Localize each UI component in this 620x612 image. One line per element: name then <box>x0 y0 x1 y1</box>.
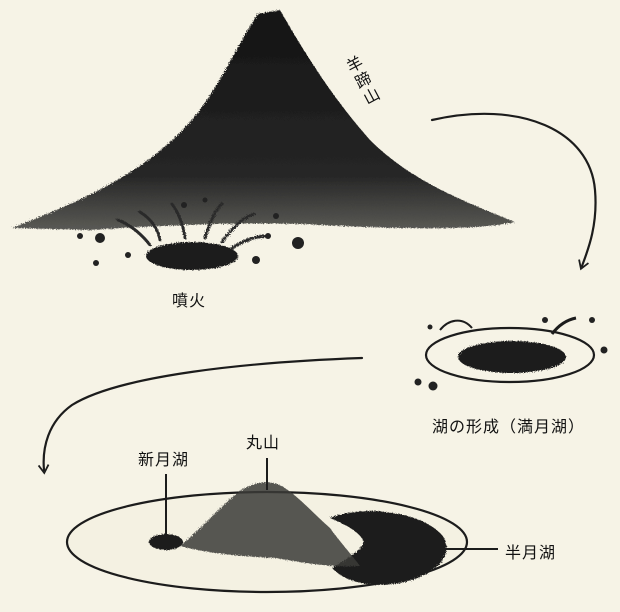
lake-splash <box>440 321 472 330</box>
label-half-moon-lake: 半月湖 <box>505 539 556 563</box>
label-new-moon-lake: 新月湖 <box>138 446 189 470</box>
ejected-rock <box>589 317 595 323</box>
flow-arrow-1 <box>432 114 596 266</box>
full-moon-lake <box>458 341 566 373</box>
ejected-rock <box>601 347 608 354</box>
ejected-rock <box>542 317 548 323</box>
full-moon-lake-scene <box>415 317 608 391</box>
crater-pit <box>146 242 238 270</box>
mountain-shape <box>12 10 515 230</box>
ejected-rock <box>429 382 438 391</box>
label-eruption: 噴火 <box>172 287 206 311</box>
ejected-rock <box>95 233 105 243</box>
ejected-rock <box>181 202 187 208</box>
ejected-rock <box>292 237 304 249</box>
ejected-rock <box>77 233 83 239</box>
present-landscape <box>67 458 498 592</box>
ejected-rock <box>428 325 433 330</box>
ejected-rock <box>93 260 99 266</box>
flow-arrow-2 <box>44 358 362 470</box>
ejected-rock <box>203 198 208 203</box>
lake-splash <box>552 318 576 334</box>
ejected-rock <box>252 256 260 264</box>
ejected-rock <box>125 252 131 258</box>
ejected-rock <box>273 213 279 219</box>
label-maruyama: 丸山 <box>246 429 280 453</box>
ejected-rock <box>415 379 422 386</box>
label-lake-formation: 湖の形成（満月湖） <box>432 413 585 437</box>
ejected-rock <box>265 233 271 239</box>
